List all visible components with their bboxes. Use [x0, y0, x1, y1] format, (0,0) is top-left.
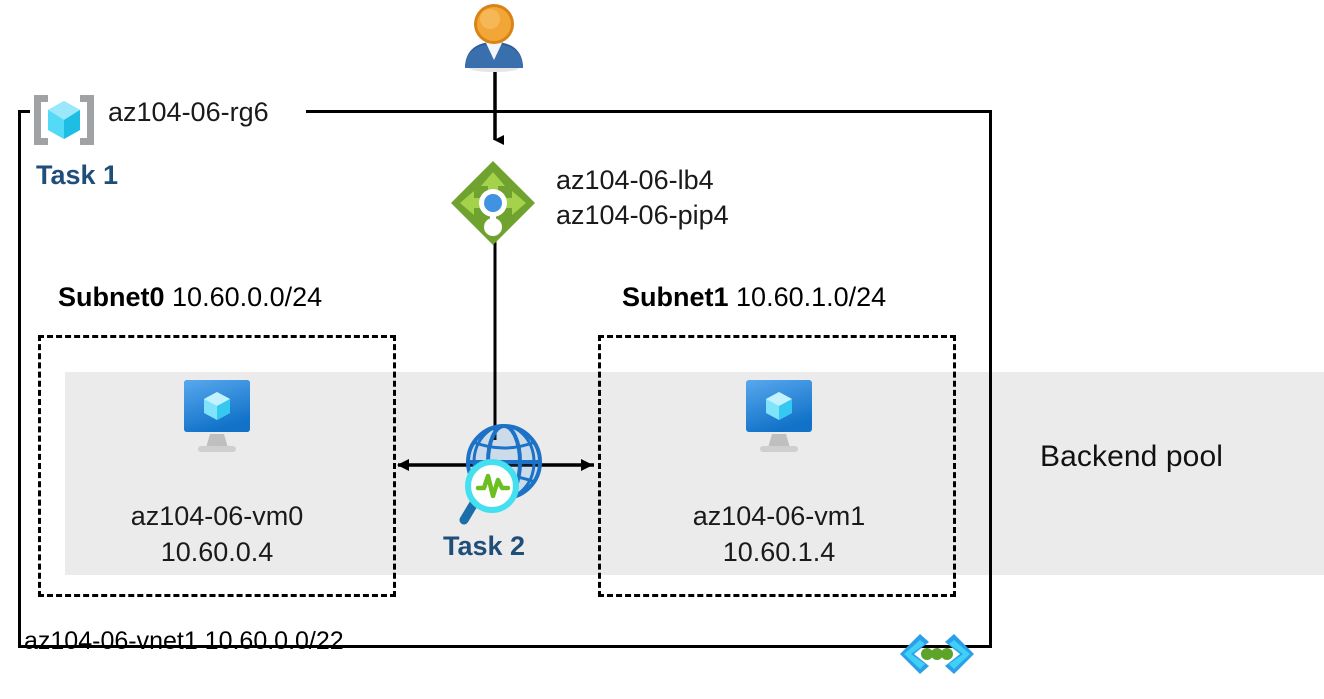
task-2-label: Task 2 [443, 531, 526, 561]
virtual-network-icon [898, 630, 976, 678]
subnet1-title: Subnet1 10.60.1.0/24 [622, 282, 886, 313]
task-1-label: Task 1 [36, 160, 119, 190]
subnet-box-subnet0 [38, 335, 396, 597]
subnet1-name: Subnet1 [622, 282, 729, 312]
vm0-name: az104-06-vm0 [130, 501, 304, 531]
vnet-label: az104-06-vnet1 10.60.0.0/22 [24, 627, 344, 655]
virtual-machine-icon [172, 378, 262, 458]
network-watcher-icon [452, 418, 556, 528]
backend-pool-band [65, 372, 1324, 575]
vm1-name: az104-06-vm1 [692, 501, 866, 531]
backend-pool-label: Backend pool [1040, 440, 1224, 473]
vnet-border-gap [30, 104, 306, 118]
subnet1-cidr: 10.60.1.0/24 [736, 282, 887, 312]
subnet-box-subnet1 [598, 335, 956, 597]
vm1-labels: az104-06-vm1 10.60.1.4 [649, 498, 909, 570]
subnet0-name: Subnet0 [58, 282, 165, 312]
resource-group-icon [30, 92, 98, 148]
public-ip-name: az104-06-pip4 [556, 200, 729, 230]
virtual-machine-icon [734, 378, 824, 458]
vm1-ip: 10.60.1.4 [722, 537, 836, 567]
load-balancer-labels: az104-06-lb4 az104-06-pip4 [556, 163, 729, 233]
vnet-boundary-box [18, 110, 992, 648]
vm0-labels: az104-06-vm0 10.60.0.4 [87, 498, 347, 570]
resource-group-name: az104-06-rg6 [108, 97, 269, 127]
user-icon [455, 2, 533, 74]
vm0-ip: 10.60.0.4 [160, 537, 274, 567]
subnet0-cidr: 10.60.0.0/24 [172, 282, 323, 312]
subnet0-title: Subnet0 10.60.0.0/24 [58, 282, 322, 313]
load-balancer-icon [448, 158, 538, 248]
load-balancer-name: az104-06-lb4 [556, 165, 714, 195]
